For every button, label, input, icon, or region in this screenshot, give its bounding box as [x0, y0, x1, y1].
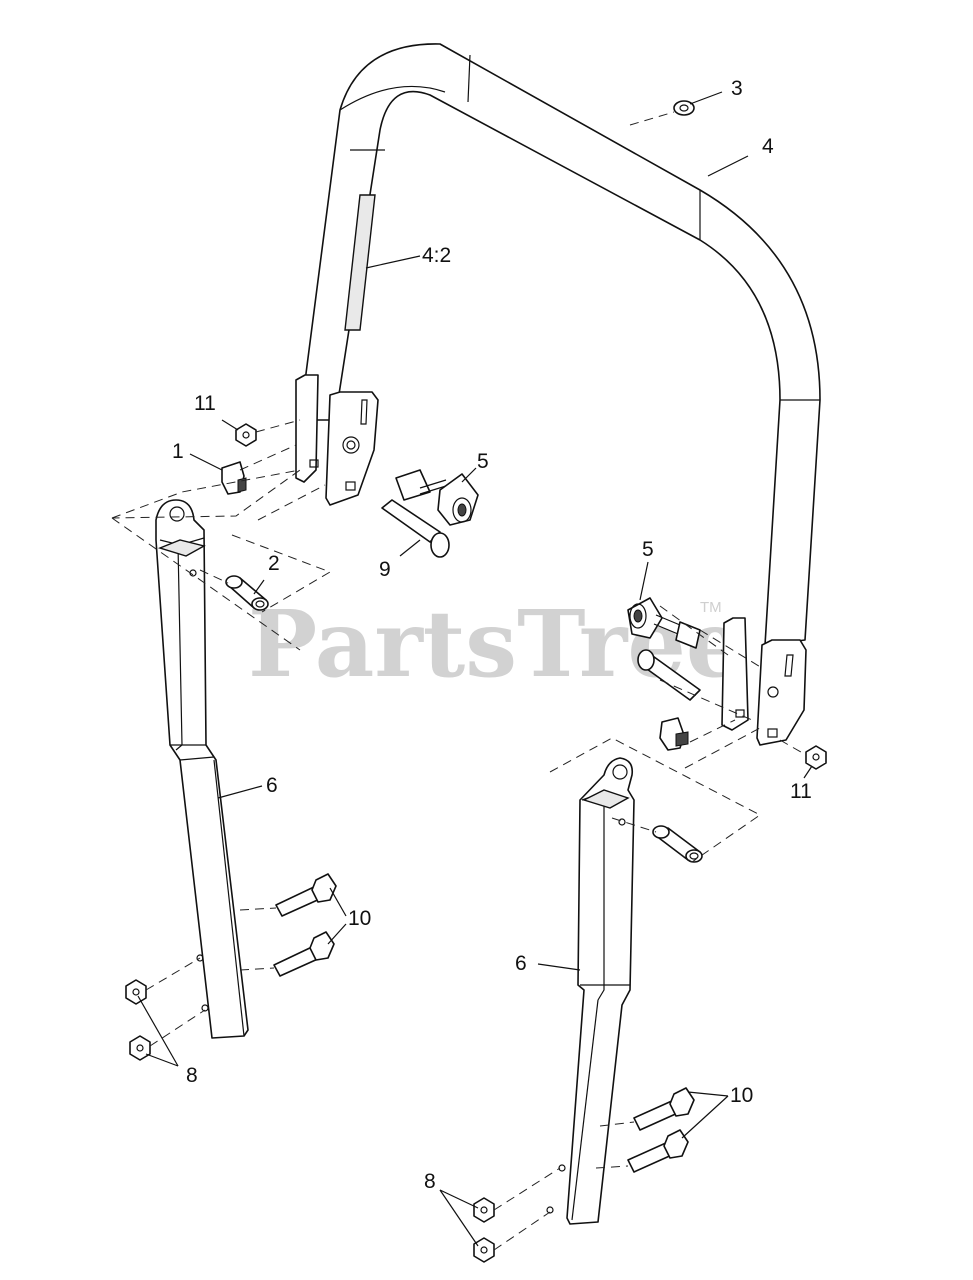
part-2-spacer-left — [225, 575, 269, 611]
spacer-right — [652, 825, 703, 863]
right-latch — [659, 717, 689, 751]
callout-2: 2 — [268, 552, 280, 575]
callout-3: 3 — [731, 77, 743, 100]
callout-4-2: 4:2 — [422, 244, 451, 267]
part-3-washer — [673, 100, 695, 116]
callout-8-right: 8 — [424, 1170, 436, 1193]
part-10-right-bolts — [627, 1087, 695, 1173]
part-8-left-nuts — [125, 979, 151, 1061]
part-6-right-leg — [546, 757, 635, 1225]
callout-10-left: 10 — [348, 907, 371, 930]
part-11-right-nut — [805, 745, 827, 770]
part-1-latch — [221, 461, 247, 495]
callout-10-right: 10 — [730, 1084, 753, 1107]
watermark-trademark: TM — [700, 599, 722, 616]
part-10-left-bolts — [273, 873, 337, 977]
callout-11-left: 11 — [194, 392, 216, 415]
callout-6-right: 6 — [515, 952, 527, 975]
part-6-left-leg — [155, 499, 249, 1039]
callout-5-left: 5 — [477, 450, 489, 473]
part-5-right-pin — [627, 597, 701, 649]
callout-5-right: 5 — [642, 538, 654, 561]
callout-labels: 3 4 4:2 11 1 5 9 2 6 10 8 5 11 6 10 8 — [172, 77, 812, 1193]
callout-4: 4 — [762, 135, 774, 158]
callout-6-left: 6 — [266, 774, 278, 797]
part-5-left-pin — [395, 469, 479, 526]
rollbar-hoop — [295, 43, 821, 746]
part-8-right-nuts — [473, 1197, 495, 1263]
callout-8-left: 8 — [186, 1064, 198, 1087]
callout-9: 9 — [379, 558, 391, 581]
part-11-left-nut — [235, 423, 257, 447]
callout-11-right: 11 — [790, 780, 812, 803]
callout-leaders — [137, 91, 813, 1247]
right-clevis-pin — [637, 649, 701, 701]
assembly-guide-lines — [111, 111, 807, 1251]
callout-1: 1 — [172, 440, 184, 463]
part-9-clevis-pin — [381, 499, 450, 558]
